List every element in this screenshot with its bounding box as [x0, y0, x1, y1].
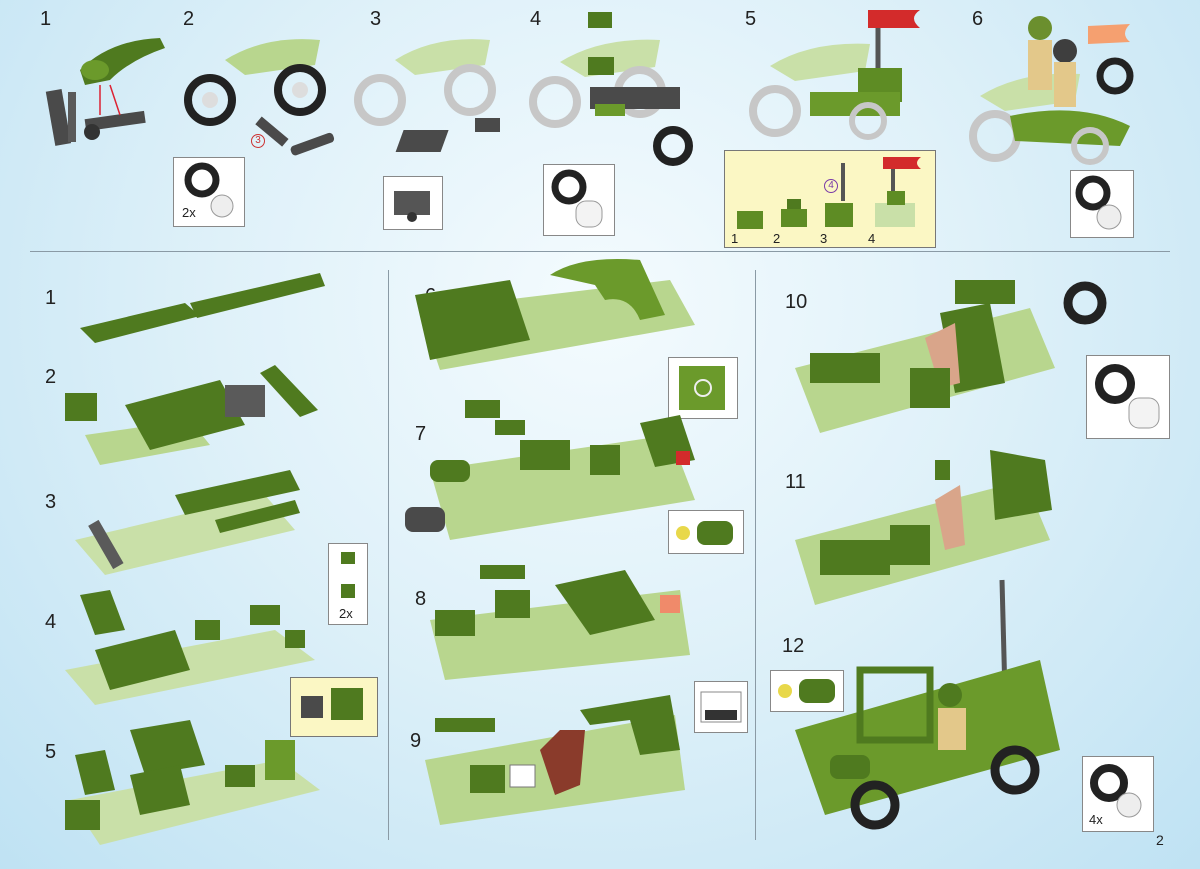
wheel-icon — [184, 162, 234, 218]
moto-step-1-illustration — [45, 38, 165, 146]
moto-step-3-part-callout — [383, 176, 443, 230]
moto-step-1-number: 1 — [40, 8, 52, 30]
moto-step-5-sub-badge: 4 — [824, 179, 838, 193]
jeep-step-5-illustration — [65, 720, 320, 845]
page-number: 2 — [1156, 832, 1164, 848]
jeep-step-9-illustration — [425, 695, 685, 825]
door-panel-icon — [679, 366, 725, 410]
jeep-step-7-light-callout — [668, 510, 744, 554]
jeep-step-9-callout — [694, 681, 748, 733]
jeep-step-12-wheel-callout: 4x — [1082, 756, 1154, 832]
jeep-step-5-callout — [290, 677, 378, 737]
jeep-step-10-illustration — [795, 280, 1107, 433]
moto-step-2-quantity: 2x — [182, 205, 196, 220]
plate-icon — [394, 191, 430, 222]
jeep-step-1-number: 1 — [45, 287, 57, 309]
moto-step-6-number: 6 — [972, 8, 984, 30]
jeep-step-8-number: 8 — [415, 588, 427, 610]
moto-step-4-illustration — [529, 12, 693, 166]
jeep-step-4-number: 4 — [45, 611, 57, 633]
jeep-step-1-illustration — [80, 273, 325, 343]
moto-step-6-wheel-callout — [1070, 170, 1134, 238]
wheel-icon — [1095, 364, 1160, 429]
moto-step-4-wheel-callout — [543, 164, 615, 236]
flag-assembly-diagram — [737, 157, 921, 229]
headlight-icon — [676, 521, 733, 545]
jeep-step-11-illustration — [795, 450, 1052, 605]
moto-step-4-number: 4 — [530, 8, 542, 30]
jeep-step-7-illustration — [405, 400, 695, 540]
jeep-step-12-quantity: 4x — [1089, 812, 1103, 827]
jeep-step-4-illustration — [65, 590, 315, 705]
moto-step-5-substep-panel: 1 2 3 4 4 — [724, 150, 936, 248]
moto-step-3-number: 3 — [370, 8, 382, 30]
jeep-step-3-number: 3 — [45, 491, 57, 513]
substep-4: 4 — [868, 231, 876, 246]
substep-2: 2 — [773, 231, 781, 246]
jeep-step-4-quantity: 2x — [339, 606, 353, 621]
jeep-step-6-illustration — [415, 259, 695, 370]
hinge-brick-icon — [301, 688, 363, 720]
moto-step-2-sub-badge: 3 — [251, 134, 265, 148]
moto-step-2-illustration — [184, 39, 335, 156]
section-divider — [30, 251, 1170, 252]
substep-1: 1 — [731, 231, 739, 246]
jeep-step-12-number: 12 — [782, 635, 805, 657]
moto-step-2-number: 2 — [183, 8, 195, 30]
brick-icon — [341, 552, 355, 598]
moto-step-2-wheel-callout: 2x — [173, 157, 245, 227]
jeep-step-4-callout: 2x — [328, 543, 368, 625]
jeep-step-3-illustration — [75, 470, 300, 575]
jeep-step-2-illustration — [65, 365, 318, 465]
jeep-step-7-number: 7 — [415, 423, 427, 445]
column-divider-1 — [388, 270, 389, 840]
jeep-step-12-illustration — [795, 579, 1060, 830]
moto-step-5-number: 5 — [745, 8, 757, 30]
substep-3: 3 — [820, 231, 828, 246]
wheel-icon — [1075, 175, 1122, 230]
wheel-icon — [551, 169, 603, 228]
headlight-icon — [778, 679, 835, 703]
jeep-step-10-number: 10 — [785, 291, 808, 313]
slope-brick-icon — [700, 691, 742, 723]
moto-step-3-illustration — [354, 39, 500, 152]
jeep-step-12-light-callout — [770, 670, 844, 712]
jeep-step-8-illustration — [430, 565, 690, 680]
moto-step-5-illustration — [749, 10, 920, 140]
jeep-step-10-wheel-callout — [1086, 355, 1170, 439]
jeep-step-2-number: 2 — [45, 366, 57, 388]
wheel-icon — [1090, 764, 1142, 818]
moto-step-6-illustration — [969, 16, 1134, 165]
jeep-step-5-number: 5 — [45, 741, 57, 763]
jeep-step-9-number: 9 — [410, 730, 422, 752]
jeep-step-7-door-callout — [668, 357, 738, 419]
jeep-step-11-number: 11 — [785, 471, 806, 493]
column-divider-2 — [755, 270, 756, 840]
